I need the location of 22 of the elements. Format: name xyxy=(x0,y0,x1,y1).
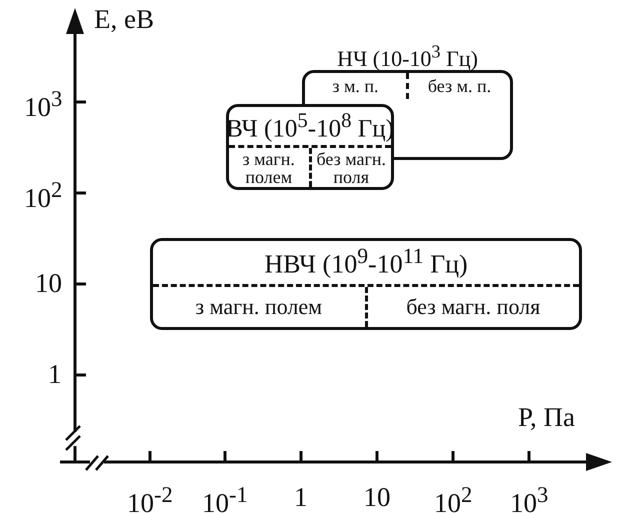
region-box xyxy=(226,104,394,190)
cell-text: з магн. полем xyxy=(153,287,368,327)
tick-label: 10$^{3}$ xyxy=(510,484,548,513)
cell-text: з магн. полем xyxy=(229,148,312,187)
axis-title: P, Па xyxy=(518,404,576,431)
axis-title: E, еВ xyxy=(94,6,154,33)
tick-label: 1 xyxy=(48,361,62,388)
cell-text: без магн. поля xyxy=(405,293,542,321)
cell-text: з м. п. xyxy=(305,73,409,99)
cell-text: без м. п. xyxy=(426,75,492,98)
tick-label: 10$^{-1}$ xyxy=(202,484,248,513)
tick-label: 10$^{2}$ xyxy=(434,484,472,513)
region-heading: НВЧ (10$^{9}$-10$^{11}$ Гц) xyxy=(263,243,469,282)
tick-label: 10$^{3}$ xyxy=(24,88,62,121)
cell-text: без магн. поля xyxy=(315,148,387,187)
tick-label: 10$^{2}$ xyxy=(24,179,62,212)
tick-label: 1 xyxy=(294,484,308,511)
tick-label: 10 xyxy=(35,270,62,297)
tick-label: 10 xyxy=(364,484,390,511)
tick-label: 10$^{-2}$ xyxy=(127,484,173,513)
region-heading: НЧ (10-10$^{3}$ Гц) xyxy=(336,42,479,70)
region-box xyxy=(150,238,582,330)
